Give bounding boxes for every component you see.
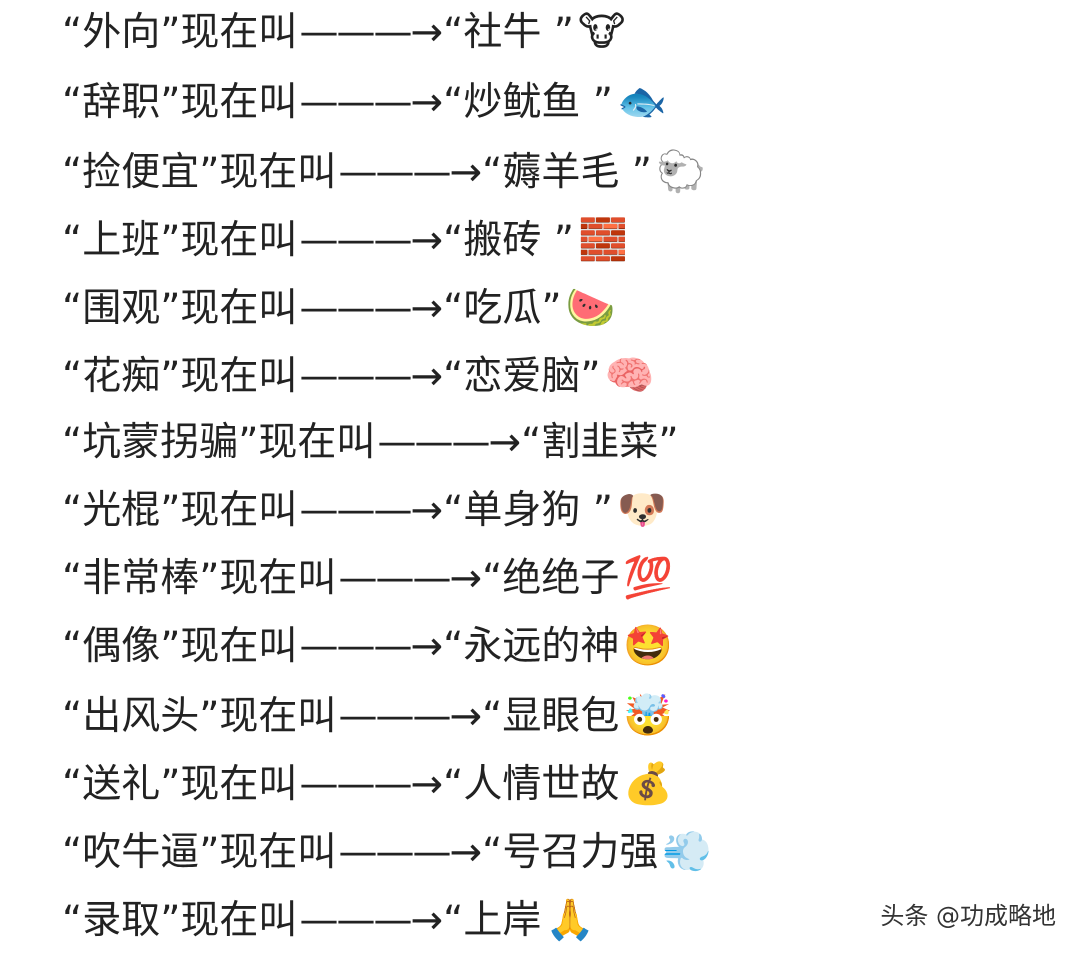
phrase-row: “光棍” 现在叫 ———→ “单身狗 ” 🐶 bbox=[62, 478, 667, 542]
new-term: “割韭菜” bbox=[521, 419, 679, 465]
source-watermark: 头条 @功成略地 bbox=[880, 902, 1056, 930]
arrow: ———→ bbox=[299, 285, 443, 331]
new-term: “搬砖 ” bbox=[443, 217, 574, 263]
arrow: ———→ bbox=[338, 555, 482, 601]
now-called-label: 现在叫 bbox=[180, 623, 298, 669]
old-term: “辞职” bbox=[62, 79, 181, 125]
arrow: ———→ bbox=[338, 149, 482, 195]
praying-hands-icon: 🙏 bbox=[545, 897, 596, 943]
old-term: “外向” bbox=[62, 9, 181, 55]
sheep-icon: 🐑 bbox=[655, 149, 706, 195]
new-term: “永远的神 bbox=[443, 623, 620, 669]
old-term: “坑蒙拐骗” bbox=[62, 419, 259, 465]
new-term: “号召力强 bbox=[482, 829, 659, 875]
phrase-row: “捡便宜” 现在叫 ———→ “薅羊毛 ” 🐑 bbox=[62, 140, 706, 204]
phrase-row: “辞职” 现在叫 ———→ “炒鱿鱼 ” 🐟 bbox=[62, 70, 667, 134]
now-called-label: 现在叫 bbox=[180, 353, 298, 399]
cow-icon: 🐮 bbox=[577, 9, 626, 55]
old-term: “偶像” bbox=[62, 623, 181, 669]
exploding-head-icon: 🤯 bbox=[623, 693, 674, 739]
now-called-label: 现在叫 bbox=[180, 217, 298, 263]
phrase-row: “外向” 现在叫 ———→ “社牛 ” 🐮 bbox=[62, 0, 625, 64]
phrase-row: “出风头” 现在叫 ———→ “显眼包 🤯 bbox=[62, 684, 673, 748]
old-term: “花痴” bbox=[62, 353, 181, 399]
old-term: “非常棒” bbox=[62, 555, 220, 601]
phrase-row: “围观” 现在叫 ———→ “吃瓜” 🍉 bbox=[62, 276, 615, 340]
now-called-label: 现在叫 bbox=[180, 9, 298, 55]
new-term: “单身狗 ” bbox=[443, 487, 613, 533]
new-term: “吃瓜” bbox=[443, 285, 562, 331]
phrase-row: “录取” 现在叫 ———→ “上岸 🙏 bbox=[62, 888, 595, 952]
phrase-row: “上班” 现在叫 ———→ “搬砖 ” 🧱 bbox=[62, 208, 628, 272]
brick-icon: 🧱 bbox=[577, 217, 628, 263]
watermelon-icon: 🍉 bbox=[565, 285, 616, 331]
arrow: ———→ bbox=[338, 693, 482, 739]
star-struck-icon: 🤩 bbox=[623, 623, 674, 669]
old-term: “光棍” bbox=[62, 487, 181, 533]
arrow: ———→ bbox=[299, 897, 443, 943]
old-term: “捡便宜” bbox=[62, 149, 220, 195]
new-term: “绝绝子 bbox=[482, 555, 620, 601]
old-term: “送礼” bbox=[62, 761, 181, 807]
now-called-label: 现在叫 bbox=[180, 897, 298, 943]
new-term: “人情世故 bbox=[443, 761, 620, 807]
fish-icon: 🐟 bbox=[616, 79, 667, 125]
new-term: “上岸 bbox=[443, 897, 542, 943]
arrow: ———→ bbox=[299, 353, 443, 399]
dog-icon: 🐶 bbox=[616, 487, 667, 533]
phrase-row: “送礼” 现在叫 ———→ “人情世故 💰 bbox=[62, 752, 673, 816]
phrase-row: “偶像” 现在叫 ———→ “永远的神 🤩 bbox=[62, 614, 673, 678]
now-called-label: 现在叫 bbox=[180, 487, 298, 533]
wind-puff-icon: 💨 bbox=[662, 829, 713, 875]
now-called-label: 现在叫 bbox=[219, 149, 337, 195]
arrow: ———→ bbox=[299, 623, 443, 669]
phrase-row: “花痴” 现在叫 ———→ “恋爱脑” 🧠 bbox=[62, 344, 654, 408]
arrow: ———→ bbox=[299, 217, 443, 263]
phrase-row: “坑蒙拐骗” 现在叫 ———→ “割韭菜” bbox=[62, 410, 679, 474]
arrow: ———→ bbox=[299, 761, 443, 807]
new-term: “恋爱脑” bbox=[443, 353, 601, 399]
old-term: “上班” bbox=[62, 217, 181, 263]
arrow: ———→ bbox=[299, 79, 443, 125]
now-called-label: 现在叫 bbox=[219, 693, 337, 739]
hundred-points-icon: 💯 bbox=[623, 555, 674, 601]
now-called-label: 现在叫 bbox=[258, 419, 376, 465]
arrow: ———→ bbox=[299, 9, 443, 55]
new-term: “薅羊毛 ” bbox=[482, 149, 652, 195]
now-called-label: 现在叫 bbox=[219, 555, 337, 601]
arrow: ———→ bbox=[299, 487, 443, 533]
now-called-label: 现在叫 bbox=[180, 79, 298, 125]
old-term: “出风头” bbox=[62, 693, 220, 739]
now-called-label: 现在叫 bbox=[219, 829, 337, 875]
new-term: “炒鱿鱼 ” bbox=[443, 79, 613, 125]
phrase-row: “非常棒” 现在叫 ———→ “绝绝子 💯 bbox=[62, 546, 673, 610]
phrase-row: “吹牛逼” 现在叫 ———→ “号召力强 💨 bbox=[62, 820, 712, 884]
new-term: “社牛 ” bbox=[443, 9, 574, 55]
old-term: “录取” bbox=[62, 897, 181, 943]
arrow: ———→ bbox=[377, 419, 521, 465]
new-term: “显眼包 bbox=[482, 693, 620, 739]
money-bag-icon: 💰 bbox=[623, 761, 674, 807]
now-called-label: 现在叫 bbox=[180, 285, 298, 331]
now-called-label: 现在叫 bbox=[180, 761, 298, 807]
old-term: “围观” bbox=[62, 285, 181, 331]
old-term: “吹牛逼” bbox=[62, 829, 220, 875]
arrow: ———→ bbox=[338, 829, 482, 875]
brain-icon: 🧠 bbox=[604, 353, 655, 399]
